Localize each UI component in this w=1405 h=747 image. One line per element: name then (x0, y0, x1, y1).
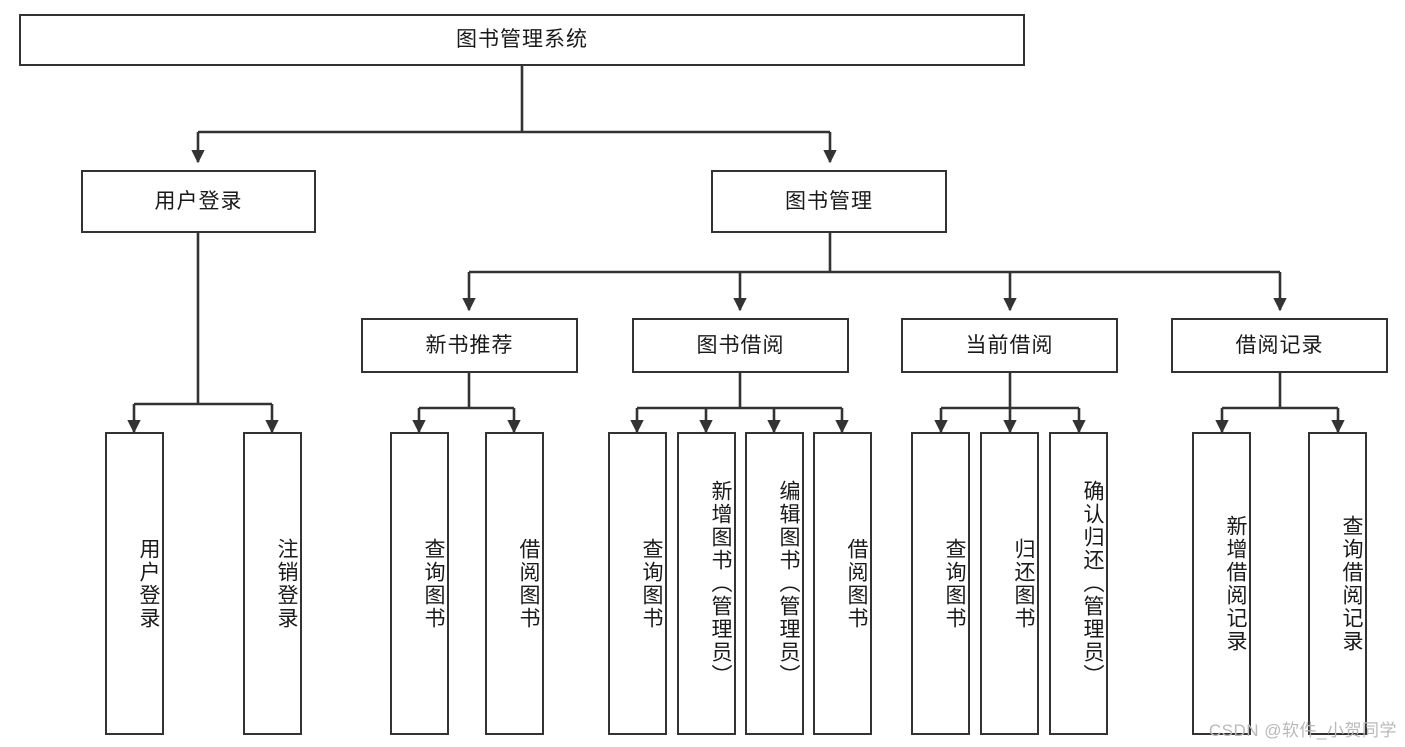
leaf-add-borrow-record[interactable]: 新增借阅记录 (1192, 432, 1251, 735)
node-label: 图书管理 (785, 189, 873, 213)
leaf-user-login[interactable]: 用户登录 (105, 432, 164, 735)
node-label: 新书推荐 (425, 333, 514, 357)
node-book-borrow[interactable]: 图书借阅 (632, 318, 849, 373)
node-label: 注销登录 (275, 537, 298, 630)
node-label: 查询图书 (422, 537, 445, 630)
node-label: 确认归还（管理员） (1081, 480, 1104, 687)
node-label: 图书借阅 (696, 333, 785, 357)
leaf-logout-login[interactable]: 注销登录 (243, 432, 302, 735)
node-book-management[interactable]: 图书管理 (711, 170, 947, 233)
node-label: 查询借阅记录 (1340, 514, 1363, 653)
leaf-query-borrow-record[interactable]: 查询借阅记录 (1308, 432, 1367, 735)
node-borrow-record[interactable]: 借阅记录 (1171, 318, 1388, 373)
node-label: 新增图书（管理员） (709, 480, 732, 687)
leaf-borrow-book[interactable]: 借阅图书 (813, 432, 872, 735)
node-label: 查询图书 (943, 537, 966, 630)
node-label: 图书管理系统 (456, 28, 588, 52)
node-user-login[interactable]: 用户登录 (81, 170, 316, 233)
leaf-query-book-borrow[interactable]: 查询图书 (608, 432, 667, 735)
node-label: 用户登录 (137, 537, 160, 630)
leaf-confirm-return-admin[interactable]: 确认归还（管理员） (1049, 432, 1108, 735)
node-label: 编辑图书（管理员） (777, 480, 800, 687)
node-label: 当前借阅 (965, 333, 1054, 357)
leaf-query-book-recommend[interactable]: 查询图书 (390, 432, 449, 735)
node-label: 查询图书 (640, 537, 663, 630)
csdn-watermark: CSDN @软件_小贺同学 (1208, 721, 1397, 740)
node-label: 借阅图书 (517, 537, 540, 630)
leaf-return-book[interactable]: 归还图书 (980, 432, 1039, 735)
leaf-borrow-book-recommend[interactable]: 借阅图书 (485, 432, 544, 735)
node-label: 归还图书 (1012, 537, 1035, 630)
node-label: 借阅记录 (1235, 333, 1324, 357)
node-label: 新增借阅记录 (1224, 514, 1247, 653)
leaf-add-book-admin[interactable]: 新增图书（管理员） (677, 432, 736, 735)
leaf-query-book-current[interactable]: 查询图书 (911, 432, 970, 735)
leaf-edit-book-admin[interactable]: 编辑图书（管理员） (745, 432, 804, 735)
node-label: 借阅图书 (845, 537, 868, 630)
node-current-borrow[interactable]: 当前借阅 (901, 318, 1118, 373)
node-label: 用户登录 (154, 189, 243, 213)
node-new-book-recommend[interactable]: 新书推荐 (361, 318, 578, 373)
node-root-book-management-system[interactable]: 图书管理系统 (19, 14, 1025, 66)
